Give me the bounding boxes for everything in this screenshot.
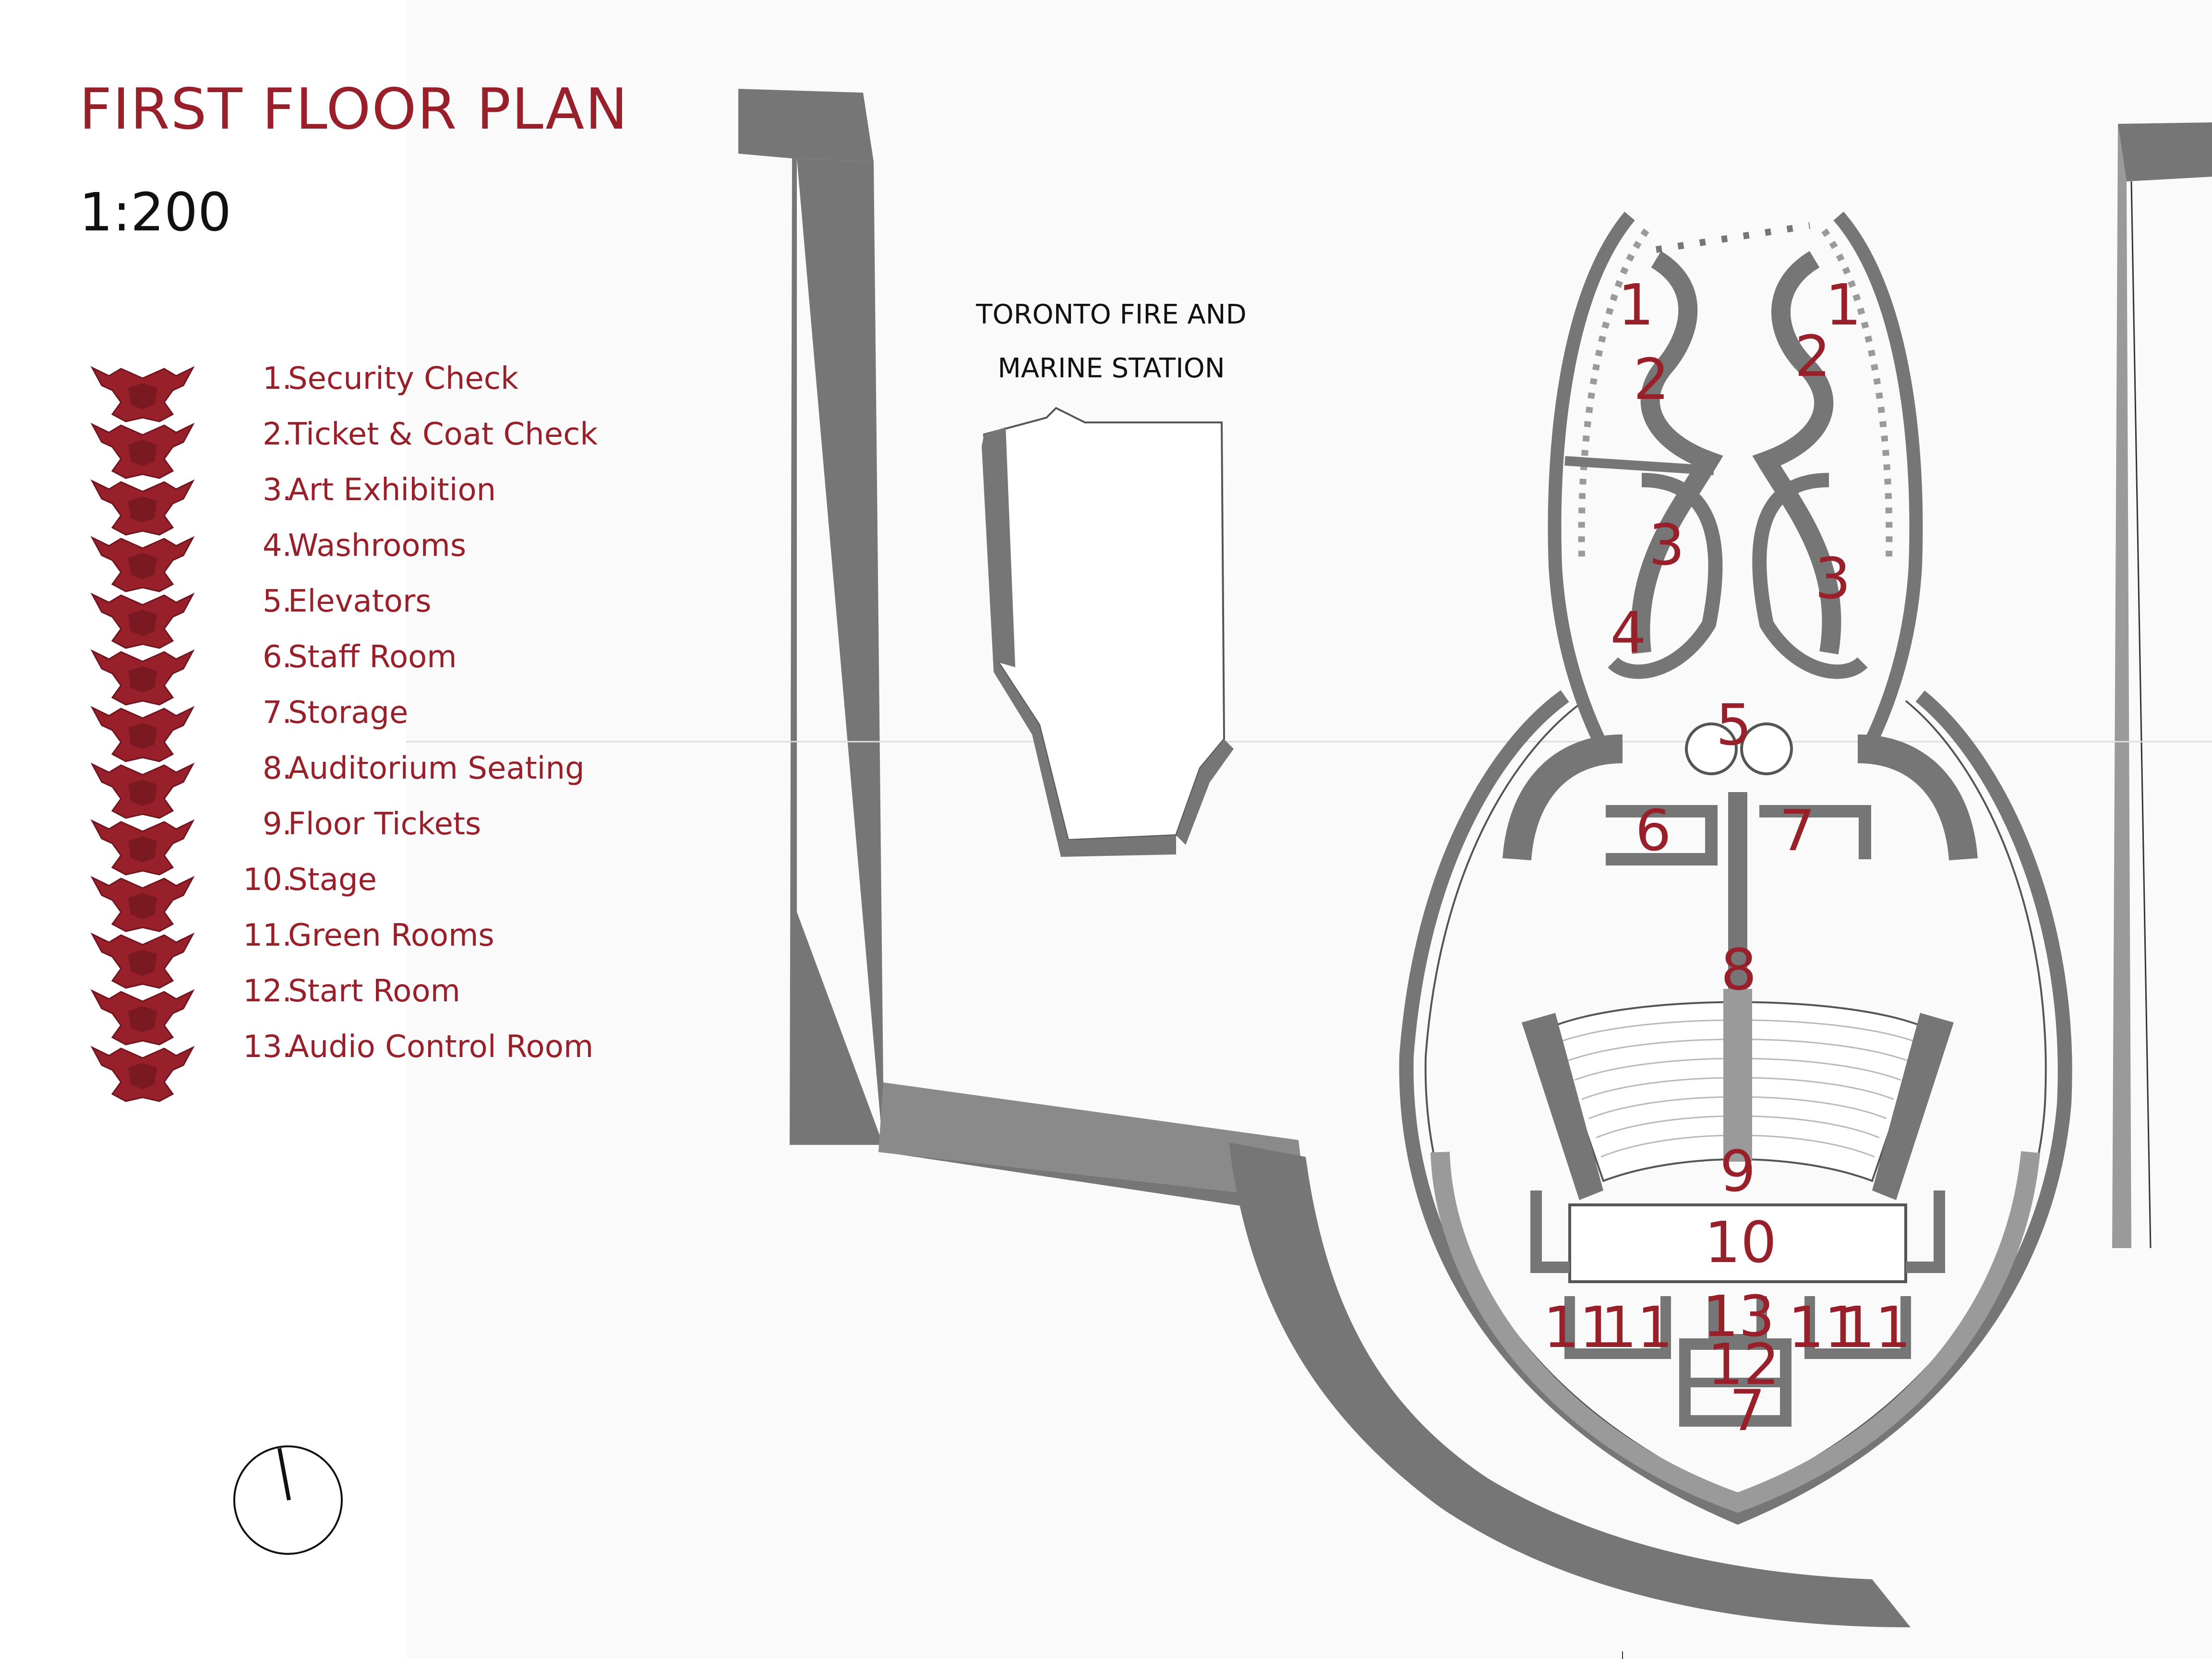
page-title: FIRST FLOOR PLAN xyxy=(79,76,629,142)
room-label-security-left: 1 xyxy=(1618,272,1654,338)
legend-item: 7.Storage xyxy=(226,695,619,751)
legend-number: 9. xyxy=(262,806,292,842)
legend-item: 6.Staff Room xyxy=(226,639,619,695)
room-label-audio: 13 xyxy=(1702,1283,1775,1349)
room-label-ticket-left: 2 xyxy=(1633,346,1670,412)
legend-label: Start Room xyxy=(288,974,460,1009)
scale-label: 1:200 xyxy=(79,181,232,243)
legend-number: 13. xyxy=(243,1029,292,1065)
legend-label: Floor Tickets xyxy=(288,806,481,842)
legend-item: 13.Audio Control Room xyxy=(226,1029,619,1085)
station-label-line1: TORONTO FIRE AND xyxy=(976,299,1247,330)
room-label-elevators: 5 xyxy=(1716,692,1752,758)
legend-item: 5.Elevators xyxy=(226,584,619,639)
legend-number: 12. xyxy=(243,974,292,1009)
room-label-security-right: 1 xyxy=(1825,272,1862,338)
legend-number: 4. xyxy=(262,528,292,564)
legend-number: 10. xyxy=(243,862,292,898)
legend-item: 3.Art Exhibition xyxy=(226,472,619,528)
legend-item: 11.Green Rooms xyxy=(226,918,619,974)
legend-number: 7. xyxy=(262,695,292,731)
site-wall-east-edge xyxy=(2112,124,2131,1248)
legend-item: 1.Security Check xyxy=(226,361,619,417)
room-label-art-right: 3 xyxy=(1815,545,1851,612)
north-arrow-icon xyxy=(233,1445,343,1555)
legend-label: Art Exhibition xyxy=(288,472,496,508)
legend-label: Audio Control Room xyxy=(288,1029,594,1065)
site-wall-south xyxy=(1229,1142,1911,1627)
legend-item: 8.Auditorium Seating xyxy=(226,751,619,806)
site-wall-west-top xyxy=(878,1082,1306,1200)
room-label-ticket-right: 2 xyxy=(1794,323,1831,389)
legend-number: 8. xyxy=(262,751,292,786)
legend-number: 1. xyxy=(262,361,292,397)
room-label-floor-tickets: 9 xyxy=(1719,1138,1756,1204)
room-label-green-3: 11 xyxy=(1788,1294,1861,1360)
legend-item: 2.Ticket & Coat Check xyxy=(226,417,619,472)
legend-item: 12.Start Room xyxy=(226,974,619,1029)
legend-item: 9.Floor Tickets xyxy=(226,806,619,862)
site-wall-west xyxy=(797,158,1298,1214)
legend-number: 11. xyxy=(243,918,292,953)
legend-label: Green Rooms xyxy=(288,918,494,953)
legend-number: 2. xyxy=(262,417,292,452)
legend-label: Elevators xyxy=(288,584,432,619)
room-label-green-2: 11 xyxy=(1600,1294,1673,1360)
room-label-green-4: 11 xyxy=(1839,1294,1911,1360)
legend-number: 5. xyxy=(262,584,292,619)
room-label-seating: 8 xyxy=(1720,937,1757,1003)
room-label-washrooms: 4 xyxy=(1610,600,1647,666)
legend-label: Staff Room xyxy=(288,639,457,675)
legend-label: Stage xyxy=(288,862,377,898)
legend-number: 3. xyxy=(262,472,292,508)
legend-label: Security Check xyxy=(288,361,519,397)
room-label-storage-bottom: 7 xyxy=(1729,1377,1766,1443)
room-label-stage: 10 xyxy=(1704,1209,1777,1275)
room-label-start: 12 xyxy=(1707,1331,1780,1397)
site-wall-east xyxy=(2118,122,2212,181)
legend-item: 10.Stage xyxy=(226,862,619,918)
room-label-staff: 6 xyxy=(1635,797,1671,864)
room-label-storage-top: 7 xyxy=(1779,797,1815,864)
legend-label: Auditorium Seating xyxy=(288,751,585,786)
legend-label: Ticket & Coat Check xyxy=(288,417,598,452)
station-label: TORONTO FIRE AND MARINE STATION xyxy=(936,288,1286,396)
legend-number: 6. xyxy=(262,639,292,675)
room-label-green-1: 11 xyxy=(1543,1294,1616,1360)
legend-item: 4.Washrooms xyxy=(226,528,619,584)
room-label-art-left: 3 xyxy=(1648,512,1685,578)
station-label-line2: MARINE STATION xyxy=(998,353,1225,384)
legend-label: Storage xyxy=(288,695,409,731)
legend-label: Washrooms xyxy=(288,528,467,564)
